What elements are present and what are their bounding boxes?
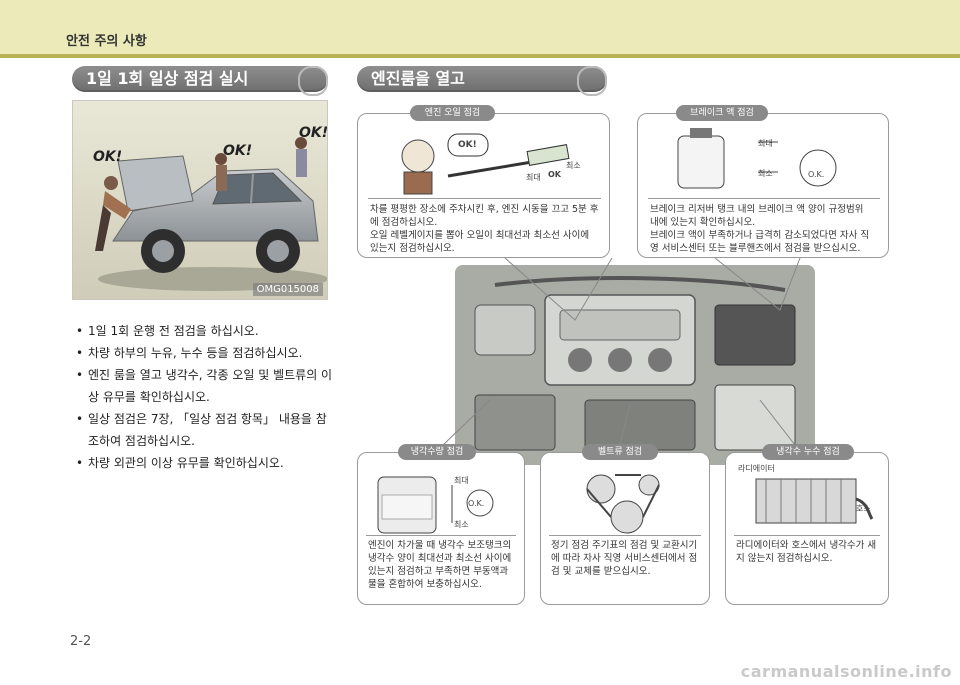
oil-ok-label: OK	[548, 170, 561, 179]
coolant-ok-label: O.K.	[468, 499, 485, 508]
coolant-level-box: 최대 최소 O.K. 엔진이 차가울 때 냉각수 보조탱크의 냉각수 양이 최대…	[357, 452, 525, 605]
coolant-level-tag: 냉각수량 점검	[398, 444, 476, 460]
radiator-label: 라디에이터	[738, 464, 775, 473]
belt-illustration	[586, 474, 660, 534]
coolant-max-label: 최대	[454, 476, 469, 485]
oil-max-label: 최대	[526, 173, 541, 182]
divider	[549, 535, 701, 536]
brake-fluid-illustration	[677, 128, 837, 189]
oil-min-label: 최소	[566, 161, 581, 170]
coolant-min-label: 최소	[454, 520, 469, 529]
header-bar	[0, 0, 960, 54]
daily-check-heading: 1일 1회 일상 점검 실시	[72, 66, 328, 96]
brake-fluid-tag: 브레이크 액 점검	[676, 105, 768, 121]
ok-label-side: OK!	[223, 143, 253, 159]
engine-room-illustration	[455, 265, 815, 465]
brake-ok-label: O.K.	[808, 170, 825, 179]
brake-max-label: 최대	[758, 139, 773, 148]
photo-code: OMG015008	[252, 283, 323, 296]
engine-illustration	[455, 265, 815, 465]
list-item: 1일 1회 운행 전 점검을 하십시오.	[72, 320, 334, 342]
coolant-level-description: 엔진이 차가울 때 냉각수 보조탱크의 냉각수 양이 최대선과 최소선 사이에 …	[368, 540, 512, 590]
belts-box: 정기 점검 주기표의 점검 및 교환시기 에 따라 자사 직영 서비스센터에서 …	[540, 452, 710, 605]
oil-bubble-text: OK!	[458, 140, 477, 150]
watermark: carmanualsonline.info	[740, 662, 952, 681]
belts-tag: 벨트류 점검	[582, 444, 658, 460]
list-item: 일상 점검은 7장, 「일상 점검 항목」 내용을 참조하여 점검하십시오.	[72, 408, 334, 452]
ok-label-rear: OK!	[299, 125, 328, 141]
coolant-leak-description: 라디에이터와 호스에서 냉각수가 새 지 않는지 점검하십시오.	[736, 540, 877, 564]
engine-room-heading: 엔진룸을 열고	[357, 66, 607, 96]
engine-oil-description: 차를 평평한 장소에 주차시킨 후, 엔진 시동을 끄고 5분 후 에 점검하십…	[370, 204, 599, 254]
engine-oil-tag: 엔진 오일 점검	[410, 105, 495, 121]
coolant-leak-box: 라디에이터 호스 라디에이터와 호스에서 냉각수가 새 지 않는지 점검하십시오…	[725, 452, 889, 605]
radiator-illustration	[755, 478, 874, 524]
engine-oil-box: OK! 최대 OK 최소 차를 평평한 장소에 주차시킨 후, 엔진 시동을 끄…	[357, 113, 610, 258]
page-number: 2-2	[70, 634, 92, 649]
coolant-tank-illustration	[377, 476, 494, 534]
header-divider	[0, 54, 960, 58]
brake-fluid-description: 브레이크 리저버 탱크 내의 브레이크 액 양이 규정범위 내에 있는지 확인하…	[650, 204, 870, 254]
car-inspection-photo: OK! OK! OK! OMG015008	[72, 100, 328, 300]
list-item: 차량 외관의 이상 유무를 확인하십시오.	[72, 452, 334, 474]
brake-fluid-box: 최대 최소 O.K. 브레이크 리저버 탱크 내의 브레이크 액 양이 규정범위…	[637, 113, 889, 258]
page-section-title: 안전 주의 사항	[66, 34, 147, 49]
divider	[366, 535, 516, 536]
brake-min-label: 최소	[758, 169, 773, 178]
engine-oil-illustration	[401, 133, 570, 195]
divider	[734, 535, 880, 536]
list-item: 차량 하부의 누유, 누수 등을 점검하십시오.	[72, 342, 334, 364]
car-illustration	[73, 101, 327, 299]
ok-label-front: OK!	[93, 149, 123, 165]
divider	[368, 198, 601, 199]
daily-check-list: 1일 1회 운행 전 점검을 하십시오. 차량 하부의 누유, 누수 등을 점검…	[72, 320, 334, 474]
belts-description: 정기 점검 주기표의 점검 및 교환시기 에 따라 자사 직영 서비스센터에서 …	[551, 540, 698, 577]
coolant-leak-tag: 냉각수 누수 점검	[762, 444, 854, 460]
list-item: 엔진 룸을 열고 냉각수, 각종 오일 및 벨트류의 이상 유무를 확인하십시오…	[72, 364, 334, 408]
divider	[648, 198, 880, 199]
hose-label: 호스	[856, 504, 871, 513]
